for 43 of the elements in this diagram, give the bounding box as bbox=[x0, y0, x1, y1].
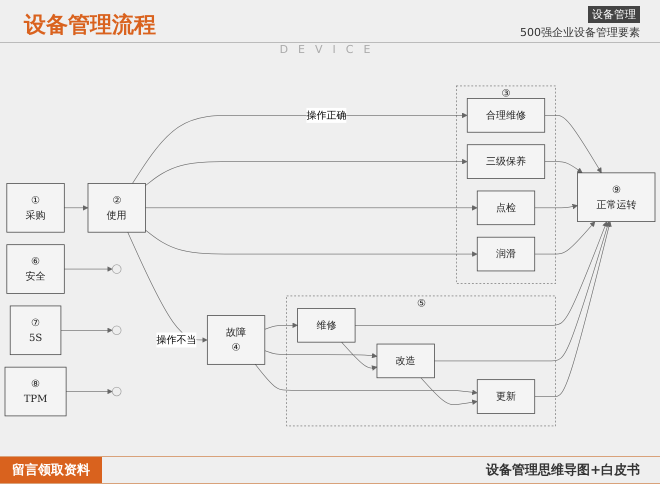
arrow bbox=[145, 158, 468, 186]
arrow bbox=[60, 328, 113, 334]
node-box: 合理维修 bbox=[466, 98, 546, 133]
arrow bbox=[64, 205, 88, 211]
edge-label: 操作正确 bbox=[306, 109, 346, 122]
arrow bbox=[341, 342, 378, 371]
arrow bbox=[420, 378, 478, 406]
node-box: 维修 bbox=[297, 308, 356, 343]
arrow bbox=[544, 115, 602, 174]
node-box: 润滑 bbox=[476, 236, 536, 272]
subtitle: 500强企业设备管理要素 bbox=[520, 25, 640, 40]
page-title: 设备管理流程 bbox=[24, 12, 156, 40]
node-box: ② 使用 bbox=[88, 183, 146, 233]
subtitle: DEVICE bbox=[278, 43, 382, 56]
arrow bbox=[254, 364, 478, 396]
node-box: ⑧ TPM bbox=[4, 366, 66, 416]
arrow bbox=[534, 221, 612, 397]
footer-note: 设备管理思维导图+白皮书 bbox=[486, 462, 641, 479]
arrow bbox=[145, 205, 478, 211]
node-box: ① 采购 bbox=[6, 183, 65, 233]
node-box: ⑦ 5S bbox=[10, 306, 62, 356]
arrow bbox=[544, 161, 583, 174]
section-tag: 设备管理 bbox=[588, 6, 640, 23]
footer-banner: 留言领取资料 bbox=[0, 457, 102, 483]
arrow bbox=[264, 322, 298, 330]
node-box: 故障 ④ bbox=[206, 315, 266, 365]
arrow bbox=[434, 221, 610, 362]
arrow bbox=[354, 221, 608, 326]
node-box: ⑥ 安全 bbox=[6, 244, 65, 294]
edge-label: 操作不当 bbox=[156, 334, 196, 346]
arrow bbox=[264, 350, 378, 358]
arrow bbox=[145, 230, 478, 257]
arrow bbox=[66, 388, 113, 394]
arrow bbox=[64, 266, 113, 272]
arrow bbox=[127, 232, 208, 343]
arrow bbox=[534, 221, 596, 254]
node-box: 改造 bbox=[376, 344, 435, 378]
arrow bbox=[534, 204, 578, 210]
node-box: 更新 bbox=[476, 379, 536, 414]
arrow bbox=[132, 112, 468, 184]
node-box: 点检 bbox=[476, 190, 536, 226]
node-box: 三级保养 bbox=[466, 144, 546, 179]
node-box: ⑨ 正常运转 bbox=[577, 172, 656, 222]
